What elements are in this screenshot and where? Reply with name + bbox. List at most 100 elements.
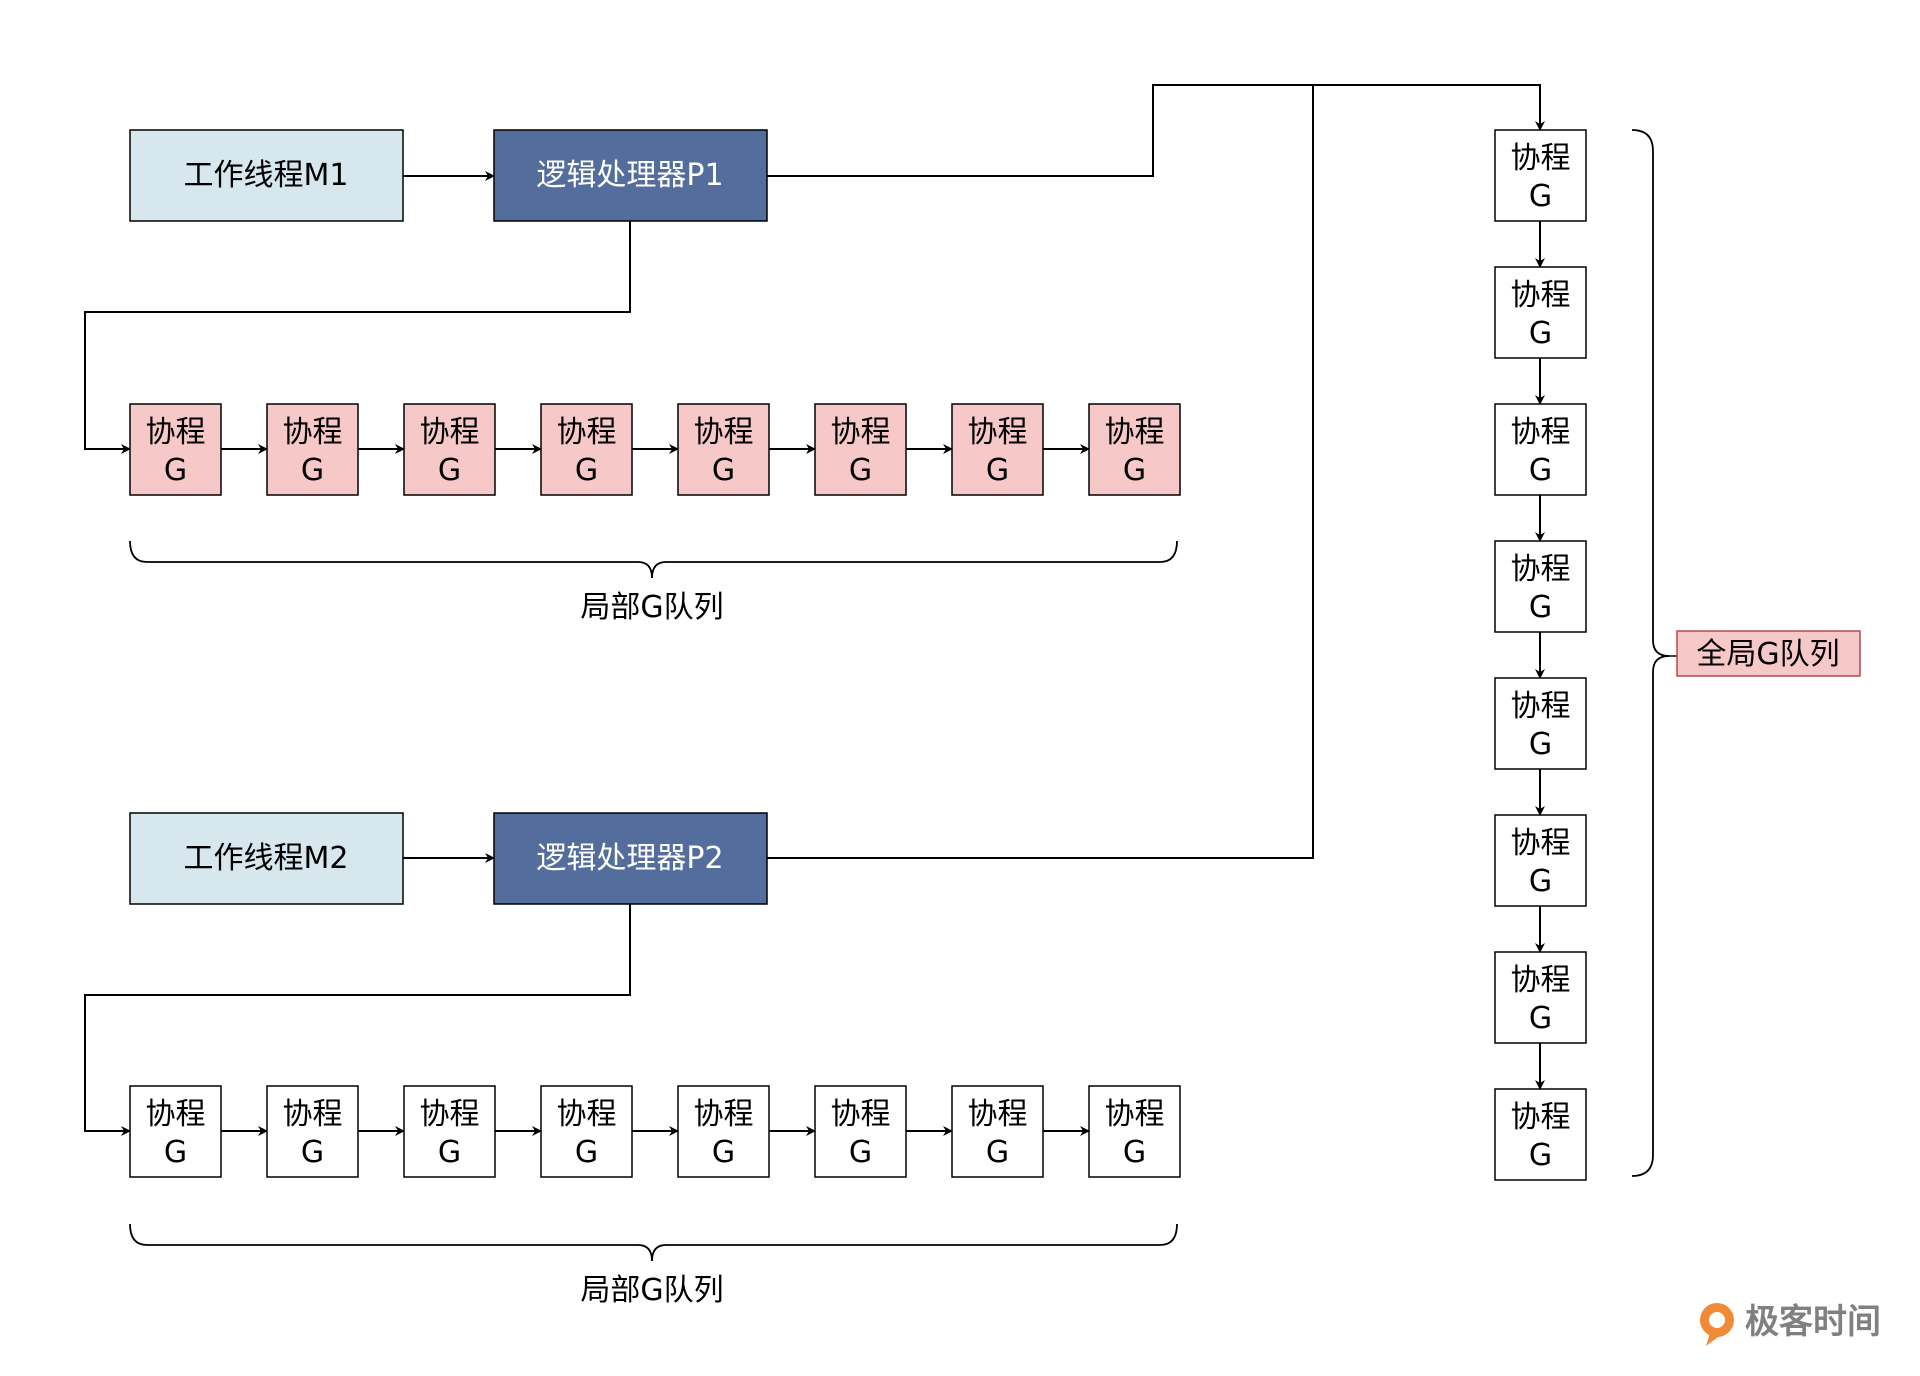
goroutine-box — [403, 403, 496, 496]
goroutine-box — [1494, 1088, 1587, 1181]
global-queue-item: 协程G — [1494, 1088, 1587, 1181]
goroutine-box — [1088, 403, 1181, 496]
goroutine-box — [814, 1085, 907, 1178]
local-queue-2-item: 协程G — [1088, 1085, 1181, 1178]
goroutine-label-line2: G — [301, 453, 324, 488]
p2-to-local-queue-connector — [84, 904, 631, 1136]
global-queue-item: 协程G — [1494, 677, 1587, 770]
goroutine-box — [266, 1085, 359, 1178]
goroutine-label-line1: 协程 — [1511, 1100, 1571, 1135]
goroutine-label-line2: G — [575, 453, 598, 488]
goroutine-box — [129, 403, 222, 496]
global-queue-item: 协程G — [1494, 129, 1587, 222]
local-queue-1-item: 协程G — [540, 403, 633, 496]
goroutine-box — [1494, 266, 1587, 359]
goroutine-label-line1: 协程 — [1511, 826, 1571, 861]
goroutine-label-line1: 协程 — [1511, 689, 1571, 724]
goroutine-label-line2: G — [438, 453, 461, 488]
group2: 工作线程M2 逻辑处理器P2 协程G协程G协程G协程G协程G协程G协程G协程G … — [84, 85, 1314, 1308]
processor-p1-box — [493, 129, 768, 222]
goroutine-label-line1: 协程 — [831, 1097, 891, 1132]
global-queue-item: 协程G — [1494, 266, 1587, 359]
local-queue-1-item: 协程G — [677, 403, 770, 496]
goroutine-box — [951, 1085, 1044, 1178]
local-queue-2-item: 协程G — [403, 1085, 496, 1178]
goroutine-label-line2: G — [1123, 453, 1146, 488]
goroutine-label-line1: 协程 — [1511, 141, 1571, 176]
local-queue-2-item: 协程G — [951, 1085, 1044, 1178]
local-queue-1-brace — [129, 540, 1178, 579]
global-queue-item: 协程G — [1494, 951, 1587, 1044]
goroutine-label-line1: 协程 — [1511, 278, 1571, 313]
goroutine-label-line2: G — [1529, 1138, 1552, 1173]
goroutine-box — [677, 403, 770, 496]
goroutine-label-line2: G — [712, 453, 735, 488]
goroutine-label-line2: G — [164, 453, 187, 488]
goroutine-label-line1: 协程 — [146, 415, 206, 450]
goroutine-label-line1: 协程 — [557, 1097, 617, 1132]
goroutine-label-line1: 协程 — [1511, 552, 1571, 587]
goroutine-label-line2: G — [1529, 727, 1552, 762]
local-queue-1-item: 协程G — [129, 403, 222, 496]
goroutine-box — [1088, 1085, 1181, 1178]
goroutine-label-line2: G — [1529, 590, 1552, 625]
goroutine-label-line1: 协程 — [968, 1097, 1028, 1132]
global-queue-label: 全局G队列 — [1696, 637, 1839, 672]
local-queue-2-item: 协程G — [814, 1085, 907, 1178]
global-queue-item: 协程G — [1494, 814, 1587, 907]
processor-p2-label: 逻辑处理器P2 — [536, 841, 723, 876]
goroutine-label-line2: G — [1529, 864, 1552, 899]
thread-m2-label: 工作线程M2 — [184, 841, 349, 876]
p1-to-global-queue-connector — [767, 84, 1545, 177]
global-queue-label-box — [1676, 630, 1861, 677]
goroutine-label-line2: G — [301, 1135, 324, 1170]
local-queue-2-brace — [129, 1223, 1178, 1262]
goroutine-box — [1494, 814, 1587, 907]
geektime-logo-icon — [1700, 1303, 1734, 1346]
local-queue-1-label: 局部G队列 — [580, 590, 723, 625]
goroutine-label-line1: 协程 — [283, 415, 343, 450]
local-queue-2-item: 协程G — [266, 1085, 359, 1178]
global-queue-item: 协程G — [1494, 403, 1587, 496]
goroutine-label-line2: G — [1529, 316, 1552, 351]
geektime-logo: 极客时间 — [1700, 1302, 1881, 1346]
logo-text: 极客时间 — [1745, 1302, 1881, 1342]
goroutine-label-line2: G — [986, 1135, 1009, 1170]
goroutine-label-line1: 协程 — [694, 415, 754, 450]
global-queue-brace — [1631, 129, 1670, 1177]
local-queue-1-item: 协程G — [814, 403, 907, 496]
goroutine-label-line1: 协程 — [146, 1097, 206, 1132]
goroutine-label-line1: 协程 — [283, 1097, 343, 1132]
local-queue-2-item: 协程G — [540, 1085, 633, 1178]
goroutine-label-line2: G — [1529, 453, 1552, 488]
goroutine-label-line1: 协程 — [420, 415, 480, 450]
goroutine-label-line2: G — [164, 1135, 187, 1170]
goroutine-label-line1: 协程 — [1105, 1097, 1165, 1132]
goroutine-box — [1494, 677, 1587, 770]
p1-to-local-queue-connector — [84, 221, 631, 454]
goroutine-label-line2: G — [1529, 1001, 1552, 1036]
goroutine-box — [1494, 540, 1587, 633]
thread-m2-box — [129, 812, 404, 905]
goroutine-label-line2: G — [1529, 179, 1552, 214]
goroutine-box — [540, 1085, 633, 1178]
local-queue-2-item: 协程G — [129, 1085, 222, 1178]
goroutine-label-line1: 协程 — [420, 1097, 480, 1132]
goroutine-label-line1: 协程 — [831, 415, 891, 450]
local-queue-1-item: 协程G — [1088, 403, 1181, 496]
goroutine-label-line1: 协程 — [1511, 963, 1571, 998]
goroutine-box — [1494, 129, 1587, 222]
local-queue-1-item: 协程G — [403, 403, 496, 496]
goroutine-label-line2: G — [849, 1135, 872, 1170]
processor-p1-label: 逻辑处理器P1 — [536, 158, 723, 193]
goroutine-label-line1: 协程 — [557, 415, 617, 450]
processor-p2-box — [493, 812, 768, 905]
goroutine-label-line2: G — [986, 453, 1009, 488]
global-queue-item: 协程G — [1494, 540, 1587, 633]
local-queue-2-item: 协程G — [677, 1085, 770, 1178]
